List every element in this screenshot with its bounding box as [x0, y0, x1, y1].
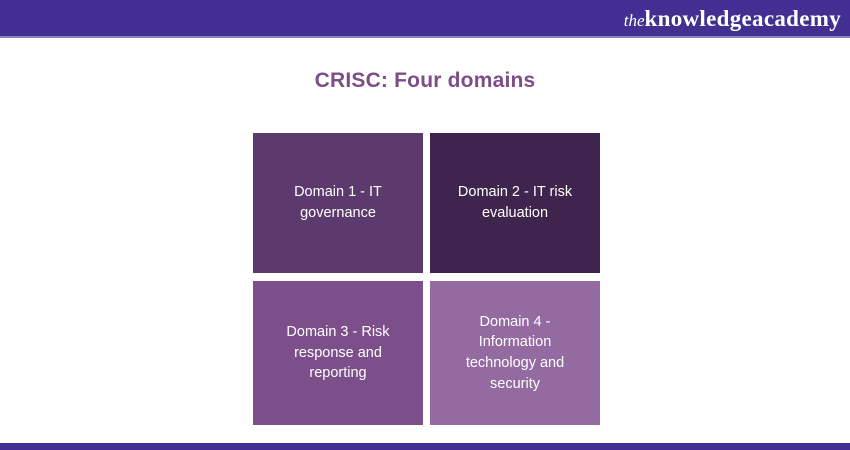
domain-box-4: Domain 4 - Information technology and se…	[430, 281, 600, 425]
domain-box-1: Domain 1 - IT governance	[253, 133, 423, 273]
logo-prefix: the	[623, 10, 645, 30]
domain-box-2: Domain 2 - IT risk evaluation	[430, 133, 600, 273]
domains-grid: Domain 1 - IT governance Domain 2 - IT r…	[253, 133, 600, 425]
footer-bar	[0, 443, 850, 450]
page-title: CRISC: Four domains	[314, 69, 536, 92]
logo-name: knowledgeacademy	[644, 5, 841, 31]
domain-box-3: Domain 3 - Risk response and reporting	[253, 281, 423, 425]
